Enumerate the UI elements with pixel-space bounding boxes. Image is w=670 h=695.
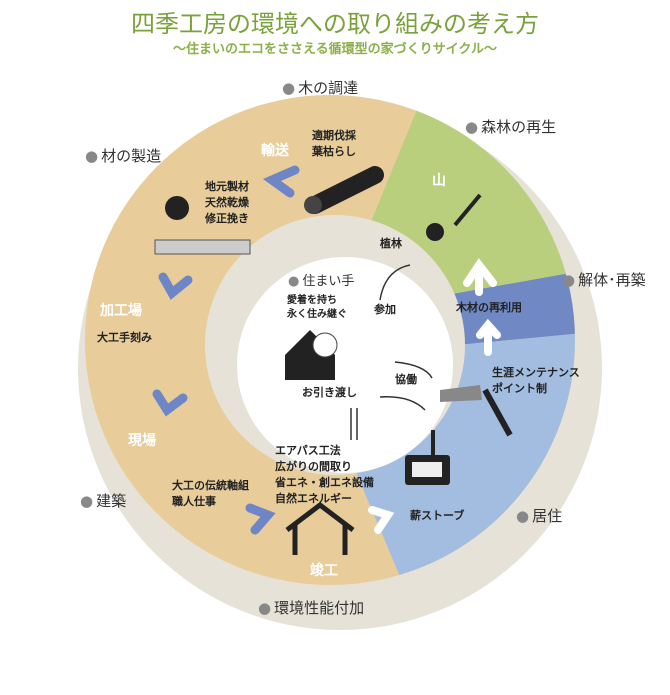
label-hand: 大工手刻み — [97, 331, 152, 344]
label-stove: 薪ストーブ — [410, 509, 465, 522]
label-done: 竣工 — [310, 563, 338, 579]
sector-dismantle — [390, 250, 575, 350]
trad-1: 大工の伝統軸組 — [172, 479, 249, 492]
flow-arrows — [152, 165, 300, 535]
label-coop: 協働 — [395, 373, 417, 386]
feature-1: エアパス工法 — [275, 444, 341, 457]
log-icon — [304, 166, 384, 214]
fell-2: 葉枯らし — [312, 145, 356, 158]
plant-icon — [426, 193, 482, 241]
lumber-icon — [154, 239, 251, 255]
stage-build: 建築 — [80, 490, 126, 511]
brush-icon — [440, 385, 513, 437]
page-title: 四季工房の環境への取り組みの考え方 — [131, 10, 539, 38]
love-2: 永く住み継ぐ — [287, 309, 347, 320]
fell-1: 適期伐採 — [312, 129, 356, 142]
label-trad: 大工の伝統軸組職人仕事 — [172, 478, 249, 510]
sector-forest — [345, 95, 575, 305]
build-house-icon — [285, 501, 355, 555]
stage-resident: 住まい手 — [288, 270, 354, 289]
label-love: 愛着を持ち永く住み継ぐ — [287, 294, 347, 322]
label-features: エアパス工法広がりの間取り省エネ・創エネ設備自然エネルギー — [275, 443, 374, 507]
stage-dismantle: 解体･再築 — [562, 269, 646, 290]
stove-icon — [405, 430, 450, 485]
label-reuse: 木材の再利用 — [456, 301, 522, 314]
love-1: 愛着を持ち — [287, 295, 337, 306]
sun-icon — [165, 196, 189, 220]
maint-1: 生涯メンテナンス — [492, 366, 580, 379]
stage-forest: 森林の再生 — [465, 116, 556, 137]
feature-4: 自然エネルギー — [275, 492, 352, 505]
local-2: 天然乾燥 — [205, 196, 249, 209]
stage-manufacture: 材の製造 — [85, 145, 161, 166]
label-plant: 植林 — [380, 237, 402, 250]
stage-live: 居住 — [516, 505, 562, 526]
stage-procure: 木の調達 — [282, 77, 358, 98]
local-1: 地元製材 — [205, 180, 249, 193]
label-local: 地元製材天然乾燥修正挽き — [205, 179, 249, 227]
house-icon — [285, 330, 338, 380]
label-mountain: 山 — [432, 173, 446, 189]
label-fell: 適期伐採葉枯らし — [312, 128, 356, 160]
label-site: 現場 — [128, 433, 156, 449]
local-3: 修正挽き — [205, 212, 249, 225]
stage-perf: 環境性能付加 — [258, 597, 364, 618]
label-maint: 生涯メンテナンスポイント制 — [492, 365, 580, 397]
feature-2: 広がりの間取り — [275, 460, 352, 473]
trad-2: 職人仕事 — [172, 495, 216, 508]
inner-circle — [237, 257, 453, 473]
subtitle: 〜住まいのエコをささえる循環型の家づくりサイクル〜 — [173, 42, 497, 57]
label-transport: 輸送 — [261, 143, 289, 159]
label-processing: 加工場 — [100, 303, 142, 319]
maint-2: ポイント制 — [492, 382, 547, 395]
feature-3: 省エネ・創エネ設備 — [275, 476, 374, 489]
label-handover: お引き渡し — [302, 386, 357, 399]
label-join: 参加 — [374, 303, 396, 316]
